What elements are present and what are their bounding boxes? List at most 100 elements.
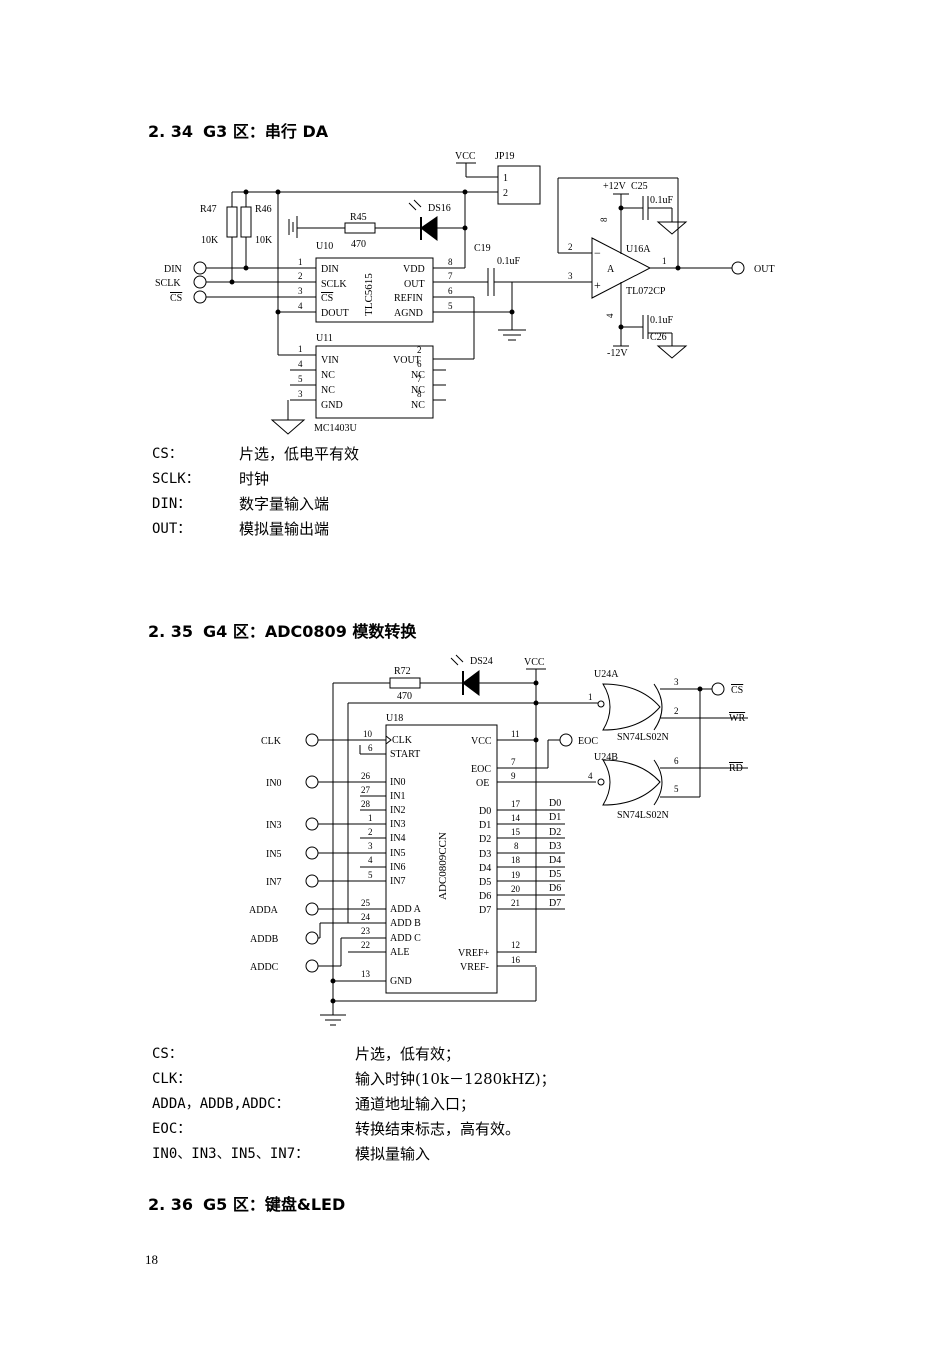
svg-text:5: 5 (674, 784, 679, 794)
svg-text:VCC: VCC (471, 736, 492, 747)
svg-text:7: 7 (417, 374, 422, 384)
svg-text:2: 2 (368, 827, 373, 837)
port-cs: CS (170, 293, 182, 304)
svg-text:6: 6 (674, 756, 679, 766)
svg-text:ALE: ALE (390, 947, 409, 958)
section-title: G4 区：ADC0809 模数转换 (203, 622, 417, 641)
svg-text:7: 7 (511, 757, 516, 767)
svg-text:23: 23 (361, 926, 371, 936)
svg-text:1: 1 (298, 257, 303, 267)
section-number: 2. 35 (148, 622, 194, 641)
ad-schematic: R72 470 DS24 VCC U18 ADC0809CCN 10 6 26 … (249, 654, 748, 1026)
vcc-label: VCC (524, 657, 545, 668)
svg-text:D7: D7 (479, 905, 491, 916)
svg-text:IN0: IN0 (390, 777, 406, 788)
port-addc: ADDC (250, 962, 279, 973)
plus12v-label: +12V (603, 181, 627, 192)
svg-text:CS: CS (321, 293, 333, 304)
svg-text:27: 27 (361, 785, 371, 795)
svg-text:1: 1 (588, 692, 593, 702)
svg-text:D1: D1 (479, 820, 491, 831)
svg-text:GND: GND (390, 976, 412, 987)
u11-label: U11 (316, 333, 333, 344)
section-number: 2. 34 (148, 122, 194, 141)
svg-text:25: 25 (361, 898, 371, 908)
svg-text:VREF-: VREF- (460, 962, 489, 973)
port-eoc: EOC (578, 736, 598, 747)
svg-text:15: 15 (511, 827, 521, 837)
svg-text:IN1: IN1 (390, 791, 406, 802)
svg-text:6: 6 (368, 743, 373, 753)
svg-text:AGND: AGND (394, 308, 423, 319)
svg-text:IN7: IN7 (390, 876, 406, 887)
svg-text:6: 6 (417, 359, 422, 369)
u10-label: U10 (316, 241, 333, 252)
svg-text:D4: D4 (479, 863, 491, 874)
r45-value: 470 (351, 239, 366, 250)
svg-text:2: 2 (298, 271, 303, 281)
svg-text:8: 8 (448, 257, 453, 267)
opamp-plus: + (594, 278, 601, 292)
port-wr: WR (729, 713, 745, 724)
svg-text:REFIN: REFIN (394, 293, 423, 304)
r72-value: 470 (397, 691, 412, 702)
svg-text:18: 18 (511, 855, 521, 865)
svg-text:3: 3 (298, 389, 303, 399)
u18-part: ADC0809CCN (437, 832, 449, 900)
port-cs-out: CS (731, 685, 743, 696)
r47-label: R47 (200, 204, 217, 215)
svg-text:4: 4 (298, 359, 303, 369)
svg-text:8: 8 (514, 841, 519, 851)
svg-text:IN4: IN4 (390, 833, 406, 844)
svg-text:8: 8 (417, 389, 422, 399)
svg-text:IN2: IN2 (390, 805, 406, 816)
svg-text:26: 26 (361, 771, 371, 781)
svg-text:D6: D6 (479, 891, 491, 902)
port-out: OUT (754, 264, 775, 275)
svg-text:4: 4 (298, 301, 303, 311)
svg-text:GND: GND (321, 400, 343, 411)
svg-text:20: 20 (511, 884, 521, 894)
jp19-pin1: 1 (503, 173, 508, 184)
svg-text:3: 3 (298, 286, 303, 296)
svg-text:1: 1 (298, 344, 303, 354)
section-number: 2. 36 (148, 1195, 194, 1214)
svg-text:VDD: VDD (403, 264, 425, 275)
c26-value: 0.1uF (650, 315, 674, 326)
svg-text:IN6: IN6 (390, 862, 406, 873)
svg-text:NC: NC (411, 400, 425, 411)
svg-text:5: 5 (298, 374, 303, 384)
svg-text:DIN: DIN (321, 264, 339, 275)
svg-text:DOUT: DOUT (321, 308, 349, 319)
svg-text:D6: D6 (549, 883, 561, 894)
port-rd: RD (729, 763, 743, 774)
port-sclk: SCLK (155, 278, 181, 289)
r46-label: R46 (255, 204, 272, 215)
port-in7: IN7 (266, 877, 282, 888)
svg-text:NC: NC (411, 370, 425, 381)
gate-a-part: SN74LS02N (617, 732, 669, 743)
svg-text:VOUT: VOUT (393, 355, 421, 366)
svg-text:4: 4 (605, 313, 615, 318)
svg-text:D3: D3 (479, 849, 491, 860)
svg-text:4: 4 (368, 855, 373, 865)
svg-text:1: 1 (662, 256, 667, 266)
svg-text:19: 19 (511, 870, 521, 880)
section-title: G3 区：串行 DA (203, 122, 329, 141)
svg-text:7: 7 (448, 271, 453, 281)
svg-text:1: 1 (368, 813, 373, 823)
port-in0: IN0 (266, 778, 282, 789)
svg-text:NC: NC (321, 385, 335, 396)
svg-text:17: 17 (511, 799, 521, 809)
svg-text:2: 2 (568, 242, 573, 252)
svg-text:NC: NC (321, 370, 335, 381)
c25-value: 0.1uF (650, 195, 674, 206)
jp19-pin2: 2 (503, 188, 508, 199)
minus12v-label: -12V (607, 348, 628, 359)
svg-text:5: 5 (368, 870, 373, 880)
port-clk: CLK (261, 736, 282, 747)
svg-text:9: 9 (511, 771, 516, 781)
svg-text:OUT: OUT (404, 279, 425, 290)
svg-text:CLK: CLK (392, 735, 413, 746)
ds16-label: DS16 (428, 203, 451, 214)
